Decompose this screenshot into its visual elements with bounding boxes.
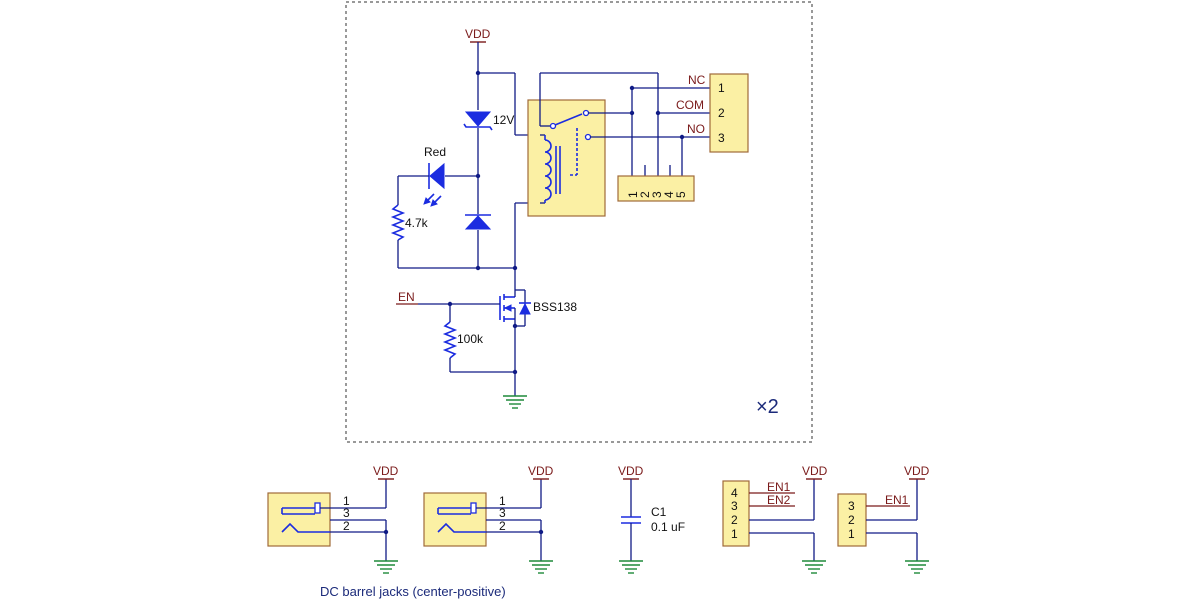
net-nc: NC <box>688 73 706 87</box>
led-resistor: 4.7k <box>390 204 429 241</box>
jack2-pin-2: 2 <box>499 519 506 533</box>
header4-ground-symbol <box>802 560 826 574</box>
relay-pin-connector: 1 2 3 4 5 <box>617 175 695 202</box>
output-terminal-block: NC COM NO 1 2 3 <box>676 73 749 153</box>
header4-pin-4: 4 <box>731 486 738 500</box>
red-led: Red <box>423 145 446 207</box>
relay-pin-1: 1 <box>626 191 640 198</box>
header3-vdd-label: VDD <box>904 464 930 478</box>
terminal-pin-2: 2 <box>718 106 725 120</box>
gate-resistor-label: 100k <box>457 332 484 346</box>
relay-pin-3: 3 <box>650 191 664 198</box>
header3-pin-3: 3 <box>848 499 855 513</box>
en-label: EN <box>398 290 415 304</box>
header3-net-en1: EN1 <box>885 493 909 507</box>
cap-ground-symbol <box>619 560 643 574</box>
relay-component <box>527 73 606 217</box>
vdd-symbol-main: VDD <box>465 27 491 73</box>
mosfet-label: BSS138 <box>533 300 577 314</box>
relay-driver-circuit: VDD 12V Red <box>390 27 779 418</box>
jack1-pin-3: 3 <box>343 506 350 520</box>
net-com: COM <box>676 98 704 112</box>
jack2-ground-symbol <box>529 560 553 574</box>
barrel-jack-2: 1 3 2 VDD <box>423 464 554 574</box>
zener-label: 12V <box>493 113 514 127</box>
barrel-jack-caption: DC barrel jacks (center-positive) <box>320 584 506 599</box>
header4-pin-2: 2 <box>731 513 738 527</box>
header-4pin: 4 3 2 1 EN1 EN2 VDD <box>722 464 828 574</box>
jack1-ground-symbol <box>374 560 398 574</box>
terminal-pin-3: 3 <box>718 131 725 145</box>
en-net: EN <box>396 290 418 305</box>
barrel-jack-1: 1 3 2 VDD <box>267 464 399 574</box>
jack1-pin-1: 1 <box>343 494 350 508</box>
multiplier-label: ×2 <box>756 396 779 418</box>
header3-pin-2: 2 <box>848 513 855 527</box>
header4-net-en2: EN2 <box>767 493 791 507</box>
zener-diode: 12V <box>463 111 514 131</box>
header3-pin-1: 1 <box>848 527 855 541</box>
relay-pin-4: 4 <box>662 191 676 198</box>
led-resistor-label: 4.7k <box>405 216 429 230</box>
jack2-pin-3: 3 <box>499 506 506 520</box>
cap-ref: C1 <box>651 505 667 519</box>
gate-resistor: 100k <box>442 321 484 359</box>
header-3pin: 3 2 1 EN1 VDD <box>837 464 930 574</box>
repeat-frame <box>345 1 813 443</box>
relay-pin-2: 2 <box>638 191 652 198</box>
jack2-vdd-label: VDD <box>528 464 554 478</box>
header4-vdd-label: VDD <box>802 464 828 478</box>
vdd-label-main: VDD <box>465 27 491 41</box>
led-label: Red <box>424 145 446 159</box>
cap-vdd-label: VDD <box>618 464 644 478</box>
capacitor-c1: VDD C1 0.1 uF <box>618 464 685 574</box>
mosfet-bss138: BSS138 <box>499 289 577 327</box>
flyback-diode <box>464 214 492 230</box>
jack2-pin-1: 1 <box>499 494 506 508</box>
jack1-vdd-label: VDD <box>373 464 399 478</box>
ground-symbol-main <box>503 395 527 409</box>
header4-net-en1: EN1 <box>767 480 791 494</box>
cap-value: 0.1 uF <box>651 520 685 534</box>
header3-ground-symbol <box>905 560 929 574</box>
net-no: NO <box>687 122 705 136</box>
header4-pin-3: 3 <box>731 499 738 513</box>
header4-pin-1: 1 <box>731 527 738 541</box>
relay-pin-5: 5 <box>674 191 688 198</box>
jack1-pin-2: 2 <box>343 519 350 533</box>
terminal-pin-1: 1 <box>718 81 725 95</box>
